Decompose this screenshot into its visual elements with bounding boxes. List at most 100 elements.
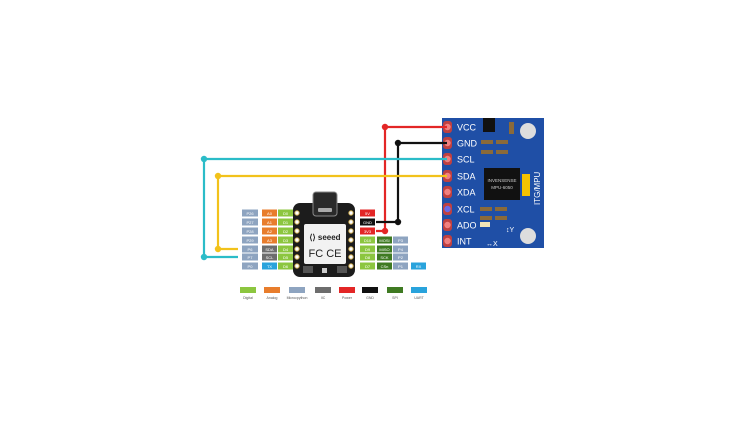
pin-label: CSn: [381, 264, 389, 269]
led: [322, 268, 327, 273]
pin-label-box: [360, 209, 375, 217]
mpu-pin-hole: [444, 237, 451, 245]
legend-label: SPI: [392, 296, 398, 300]
smd-component: [480, 216, 492, 220]
smd-component: [496, 140, 508, 144]
usb-c-connector: [312, 191, 338, 217]
pin-label-box: [393, 253, 408, 261]
pin-label-box: [262, 245, 277, 253]
pin-label: D0: [283, 211, 289, 216]
mpu-pin-label-xda: XDA: [457, 188, 476, 198]
pin-label-box: [377, 253, 392, 261]
legend-label: GND: [366, 296, 374, 300]
pin-label: D2: [283, 229, 289, 234]
sda-wire: [216, 174, 447, 251]
cert-label: FC CE: [309, 248, 342, 260]
scl-wire: [202, 157, 447, 259]
pin-pad: [294, 219, 300, 225]
pin-label: GND: [363, 220, 372, 225]
legend-swatch: [339, 287, 355, 293]
pin-label-box: [360, 262, 375, 270]
wire-junction-dot: [200, 253, 208, 261]
mpu-pin-hole: [444, 205, 451, 213]
pin-label: P3: [398, 238, 404, 243]
regulator: [483, 118, 495, 132]
pin-pad: [348, 237, 354, 243]
wire-junction-dot: [394, 218, 402, 226]
pin-label: A2: [267, 229, 273, 234]
pin-label-box: [242, 245, 258, 253]
pin-label: D7: [365, 264, 371, 269]
pin-pad: [348, 254, 354, 260]
usb-c-port: [318, 208, 332, 212]
pin-label-box: [278, 236, 293, 244]
smd-component: [495, 216, 507, 220]
mpu-pin-label-xcl: XCL: [457, 205, 475, 215]
pin-label: SCL: [266, 255, 275, 260]
pin-label-box: [262, 227, 277, 235]
pin-label: RX: [416, 264, 422, 269]
pin-pad: [294, 237, 300, 243]
pin-label: P1: [398, 264, 404, 269]
mounting-hole: [520, 123, 536, 139]
smd-component: [509, 122, 514, 134]
wire-junction-dot: [214, 172, 222, 180]
rf-shield: [304, 224, 346, 264]
mpu-pin-hole: [444, 221, 451, 229]
pin-label: D6: [283, 264, 289, 269]
pin-label: MOSI: [379, 238, 389, 243]
pin-label-box: [242, 236, 258, 244]
mpu-pin-hole: [444, 172, 451, 180]
pin-label-box: [262, 253, 277, 261]
pin-label: P6: [248, 247, 254, 252]
axis-y-label: ↕Y: [506, 227, 515, 234]
pin-pad: [348, 228, 354, 234]
mpu-pin-label-gnd: GND: [457, 139, 478, 149]
pin-label: 3V3: [364, 229, 372, 234]
xiao-board: ⟨⟩ seeed FC CE: [293, 191, 355, 277]
pin-pad: [348, 210, 354, 216]
pin-label: D3: [283, 238, 289, 243]
pin-label-box: [377, 245, 392, 253]
pin-label-box: [360, 218, 375, 226]
pin-label: D10: [364, 238, 372, 243]
pin-label: TX: [267, 264, 272, 269]
pin-pad: [294, 228, 300, 234]
pin-label-box: [393, 245, 408, 253]
smd-component: [495, 207, 507, 211]
pin-label: 5V: [365, 211, 370, 216]
pin-label: P0: [248, 264, 254, 269]
pin-label-box: [393, 236, 408, 244]
reset-button: [337, 266, 347, 273]
chip-line-2: MPU-6050: [491, 185, 513, 190]
mpu-pin-hole: [444, 123, 451, 131]
pin-label: P28: [246, 229, 254, 234]
pin-label: MISO: [379, 247, 389, 252]
pin-label: D8: [365, 255, 371, 260]
pin-label-box: [278, 218, 293, 226]
mpu-pin-hole: [444, 188, 451, 196]
wire-junction-dot: [394, 139, 402, 147]
wire-junction-dot: [214, 245, 222, 253]
legend-swatch: [289, 287, 305, 293]
pin-label: P27: [246, 220, 254, 225]
wire-junction-dot: [381, 227, 389, 235]
smd-component: [481, 150, 493, 154]
mpu-pin-label-int: INT: [457, 237, 472, 247]
mpu-pin-hole: [444, 155, 451, 163]
mpu-pin-label-ado: ADO: [457, 221, 477, 231]
pin-label-box: [360, 245, 375, 253]
capacitor: [522, 174, 530, 196]
pin-label: A1: [267, 220, 273, 225]
pin-label-box: [242, 262, 258, 270]
pin-label-box: [262, 262, 277, 270]
pin-label-box: [411, 262, 426, 270]
pin-label-box: [278, 262, 293, 270]
pin-pad: [294, 263, 300, 269]
brand-label: ⟨⟩ seeed: [309, 233, 340, 242]
gnd-wire: [376, 141, 447, 224]
pin-label-box: [393, 262, 408, 270]
pin-label-box: [278, 209, 293, 217]
smd-component: [480, 207, 492, 211]
